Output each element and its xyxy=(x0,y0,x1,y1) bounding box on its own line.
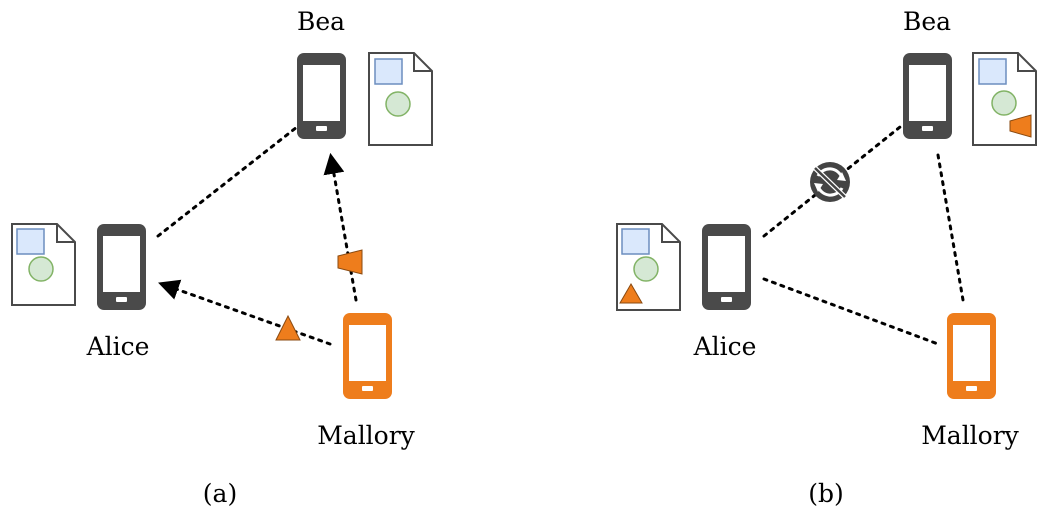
panel-a-caption: (a) xyxy=(203,479,237,508)
mallory-phone-icon xyxy=(947,313,996,399)
bea-label: Bea xyxy=(297,7,345,36)
link-alice-bea xyxy=(156,125,299,238)
link-bea-mallory xyxy=(936,153,965,302)
panel-b-caption: (b) xyxy=(808,479,844,508)
alice-phone-icon xyxy=(97,224,146,310)
malicious-triangle-icon xyxy=(619,283,643,304)
alice-document-icon xyxy=(616,223,681,311)
arrow-mallory-to-bea xyxy=(323,152,358,302)
bea-document-icon xyxy=(368,52,433,146)
alice-document-icon xyxy=(11,223,76,306)
malicious-trapezoid-icon xyxy=(1009,114,1032,138)
bea-phone-icon xyxy=(297,53,346,139)
bea-label: Bea xyxy=(903,7,951,36)
bea-phone-icon xyxy=(903,53,952,139)
link-alice-mallory xyxy=(762,277,940,346)
blocked-sync-icon xyxy=(810,162,850,202)
alice-phone-icon xyxy=(702,224,751,310)
mallory-label: Mallory xyxy=(921,421,1019,450)
malicious-trapezoid-icon xyxy=(337,249,363,275)
bea-document-icon xyxy=(972,52,1037,146)
mallory-label: Mallory xyxy=(317,421,415,450)
arrow-mallory-to-alice xyxy=(158,279,332,346)
link-alice-bea xyxy=(762,125,902,238)
alice-label: Alice xyxy=(693,332,757,361)
panel-a: Bea Alice Mallory (a) xyxy=(11,7,433,508)
alice-label: Alice xyxy=(86,332,150,361)
mallory-phone-icon xyxy=(343,313,392,399)
panel-b: Bea Alice Mallory (b) xyxy=(616,7,1037,508)
malicious-triangle-icon xyxy=(275,314,301,341)
